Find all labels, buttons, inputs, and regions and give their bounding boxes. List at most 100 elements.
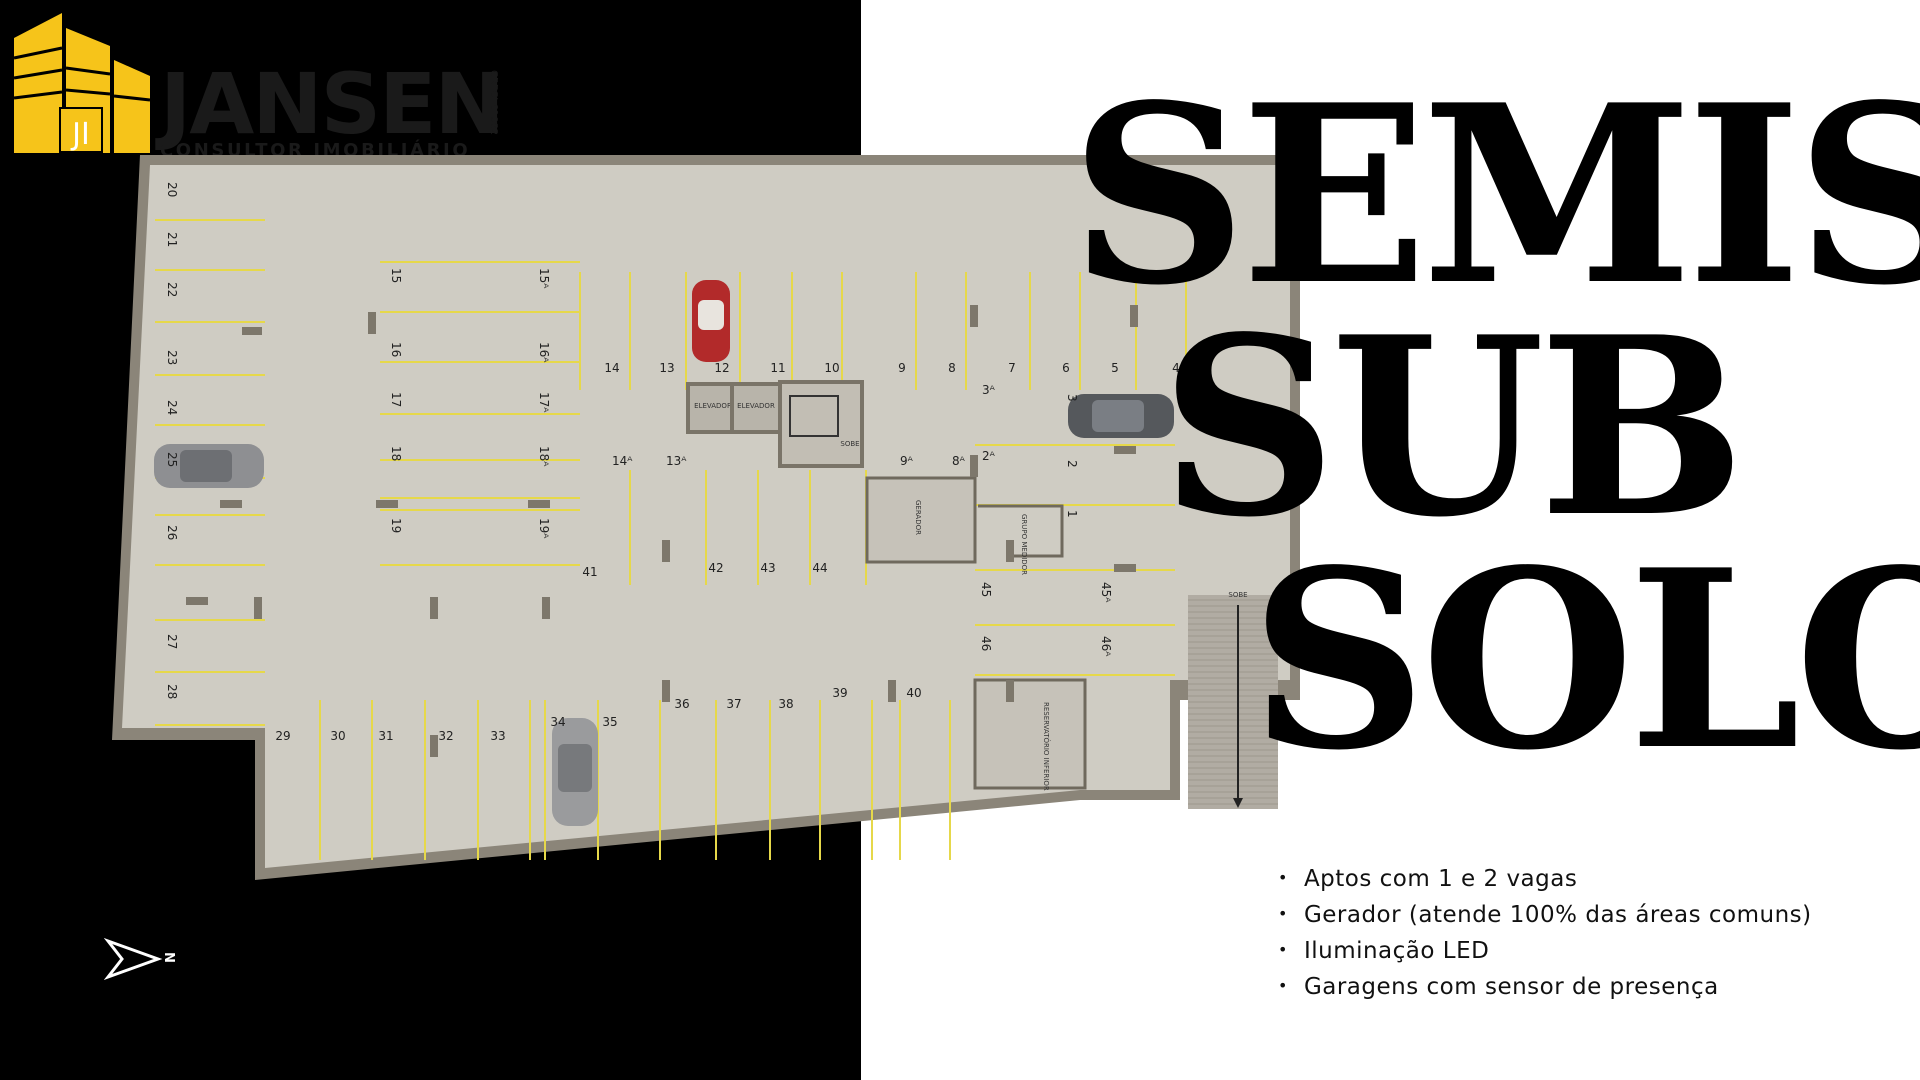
parking-spot-label: 43 [760, 561, 775, 575]
feature-item: Iluminação LED [1278, 934, 1812, 970]
parking-spot-label: 25 [165, 452, 179, 467]
logo-creci: CRECI 61082 [488, 70, 499, 136]
parking-spot-label: 34 [550, 715, 565, 729]
parking-spot-label: 13ᴬ [666, 454, 687, 468]
stairs-room: SOBE [778, 380, 864, 468]
pillar [1130, 305, 1138, 327]
car-grey-left [154, 444, 264, 488]
reservoir-room: RESERVATÓRIO INFERIOR [973, 678, 1087, 791]
logo-initials: JI [70, 117, 90, 152]
parking-spot-label: 39 [832, 686, 847, 700]
parking-spot-label: 17ᴬ [537, 392, 551, 413]
parking-spot-label: 19 [389, 518, 403, 533]
pillar [1006, 680, 1014, 702]
pillar [430, 735, 438, 757]
pillar [888, 680, 896, 702]
parking-spot-label: 4 [1172, 361, 1180, 375]
parking-spot-label: 1 [1065, 510, 1079, 518]
parking-spot-label: 12 [714, 361, 729, 375]
parking-spot-label: 35 [602, 715, 617, 729]
title-line-semis: SEMIS [1070, 51, 1920, 339]
parking-spot-label: 2 [1065, 460, 1079, 468]
parking-spot-label: 26 [165, 525, 179, 540]
parking-spot-label: 14 [604, 361, 619, 375]
parking-spot-label: 14ᴬ [612, 454, 633, 468]
feature-item: Garagens com sensor de presença [1278, 970, 1812, 1006]
parking-spot-label: 17 [389, 392, 403, 407]
building-logo-icon: JI [13, 13, 151, 153]
svg-text:GRUPO MEDIDOR: GRUPO MEDIDOR [1020, 514, 1028, 575]
parking-spot-label: 41 [582, 565, 597, 579]
parking-spot-label: 15 [389, 268, 403, 283]
parking-spot-label: 45ᴬ [1099, 582, 1113, 603]
pillar [970, 305, 978, 327]
parking-spot-label: 28 [165, 684, 179, 699]
parking-spot-label: 18ᴬ [537, 446, 551, 467]
parking-spot-label: 9ᴬ [900, 454, 914, 468]
parking-spot-label: 11 [770, 361, 785, 375]
parking-spot-label: 2ᴬ [982, 449, 996, 463]
parking-spot-label: 19ᴬ [537, 518, 551, 539]
parking-spot-label: 40 [906, 686, 921, 700]
pillar [430, 597, 438, 619]
parking-spot-label: 27 [165, 634, 179, 649]
parking-spot-label: 32 [438, 729, 453, 743]
parking-spot-label: 22 [165, 282, 179, 297]
generator-room: GERADOR [865, 476, 977, 564]
parking-spot-label: 45 [979, 582, 993, 597]
pillar [368, 312, 376, 334]
pillar [662, 680, 670, 702]
parking-spot-label: 9 [898, 361, 906, 375]
pillar [376, 500, 398, 508]
parking-spot-label: 3 [1065, 394, 1079, 402]
parking-spot-label: 30 [330, 729, 345, 743]
north-arrow-icon [104, 937, 163, 981]
parking-spot-label: 46ᴬ [1099, 636, 1113, 657]
exit-ramp: SOBE [1188, 591, 1278, 809]
parking-spot-label: 31 [378, 729, 393, 743]
svg-text:SOBE: SOBE [1228, 591, 1247, 599]
parking-spot-label: 46 [979, 636, 993, 651]
car-red [692, 280, 730, 362]
logo-name: JANSEN [160, 55, 505, 153]
parking-spot-label: 23 [165, 350, 179, 365]
pillar [220, 500, 242, 508]
pillar [1114, 446, 1136, 454]
feature-item: Aptos com 1 e 2 vagas [1278, 862, 1812, 898]
parking-spot-label: 42 [708, 561, 723, 575]
parking-spot-label: 20 [165, 182, 179, 197]
parking-spot-label: 18 [389, 446, 403, 461]
parking-spot-label: 29 [275, 729, 290, 743]
title-line-solo: SOLO [1250, 516, 1920, 804]
parking-spot-label: 16 [389, 342, 403, 357]
pillar [1114, 564, 1136, 572]
parking-spot-label: 7 [1008, 361, 1016, 375]
pillar [970, 455, 978, 477]
parking-spot-label: 13 [659, 361, 674, 375]
parking-spot-label: 8ᴬ [952, 454, 966, 468]
parking-spot-label: 24 [165, 400, 179, 415]
parking-spot-label: 3ᴬ [982, 383, 996, 397]
svg-text:RESERVATÓRIO INFERIOR: RESERVATÓRIO INFERIOR [1042, 702, 1051, 791]
parking-spot-label: 21 [165, 232, 179, 247]
svg-text:GERADOR: GERADOR [914, 500, 922, 535]
north-label: N [160, 952, 176, 963]
pillar [542, 597, 550, 619]
car-grey-bottom [552, 718, 598, 826]
parking-spot-label: 33 [490, 729, 505, 743]
parking-spot-label: 44 [812, 561, 827, 575]
parking-spot-label: 15ᴬ [537, 268, 551, 289]
parking-spot-label: 5 [1111, 361, 1119, 375]
features-list: Aptos com 1 e 2 vagas Gerador (atende 10… [1278, 862, 1812, 1006]
svg-text:SOBE: SOBE [840, 440, 859, 448]
parking-spot-label: 38 [778, 697, 793, 711]
parking-spot-label: 6 [1062, 361, 1070, 375]
parking-spot-label: 16ᴬ [537, 342, 551, 363]
pillar [662, 540, 670, 562]
title-line-sub: SUB [1160, 283, 1746, 571]
svg-text:ELEVADOR: ELEVADOR [737, 402, 775, 410]
elevator-room-2: ELEVADOR [730, 382, 782, 434]
feature-item: Gerador (atende 100% das áreas comuns) [1278, 898, 1812, 934]
pillar [242, 327, 262, 335]
